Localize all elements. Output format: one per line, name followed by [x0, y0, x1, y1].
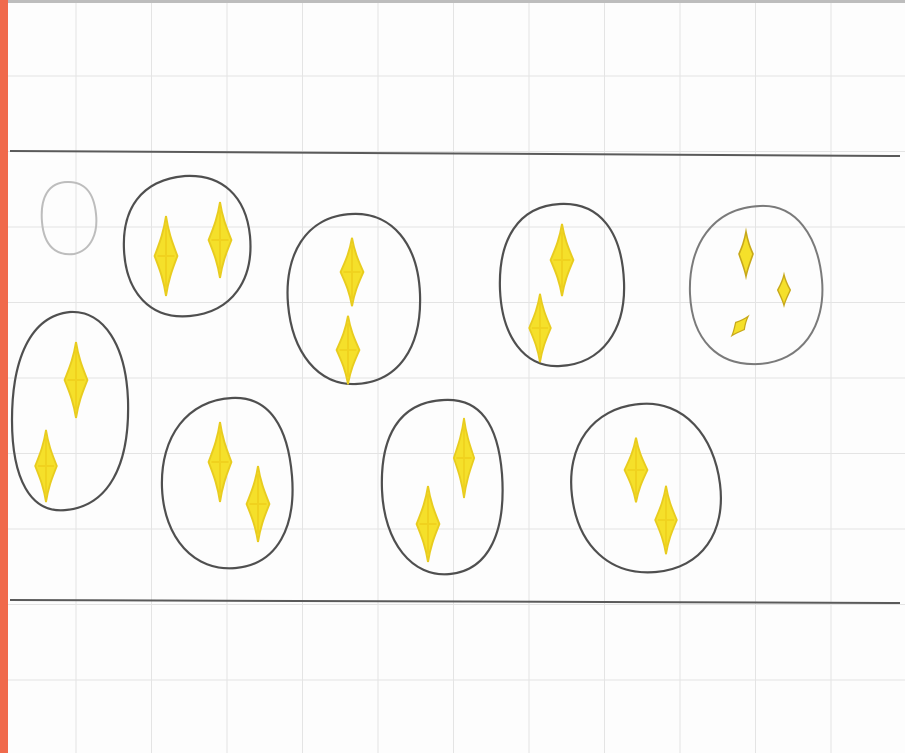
sparkle-icon — [155, 216, 178, 296]
group-7 — [382, 400, 503, 574]
sparkle-icon — [529, 294, 551, 362]
group-6 — [162, 398, 293, 568]
group-4 — [12, 312, 128, 510]
group-3 — [500, 204, 624, 366]
sparkle-icon — [65, 342, 88, 418]
sparkle-icon — [209, 202, 232, 278]
group-5 — [690, 206, 823, 364]
upper-rule-line — [10, 151, 900, 156]
sparkle-icon — [337, 316, 360, 384]
sparkle-icon — [209, 422, 232, 502]
empty-circle — [42, 182, 97, 254]
sparkle-icon — [778, 275, 791, 306]
group-2 — [288, 214, 421, 384]
lower-rule-line — [10, 600, 900, 603]
sparkle-icon — [35, 430, 57, 502]
sparkle-icon — [417, 486, 440, 562]
sparkle-icon — [739, 232, 753, 277]
sparkle-icon — [625, 438, 648, 503]
sparkle-icon — [341, 238, 364, 306]
sparkle-icon — [454, 418, 474, 498]
group-1 — [124, 176, 251, 317]
group-8 — [571, 404, 721, 573]
sparkle-icon — [728, 313, 753, 340]
sparkle-icon — [551, 224, 574, 296]
sparkle-icon — [655, 486, 677, 554]
sparkle-icon — [247, 466, 270, 542]
